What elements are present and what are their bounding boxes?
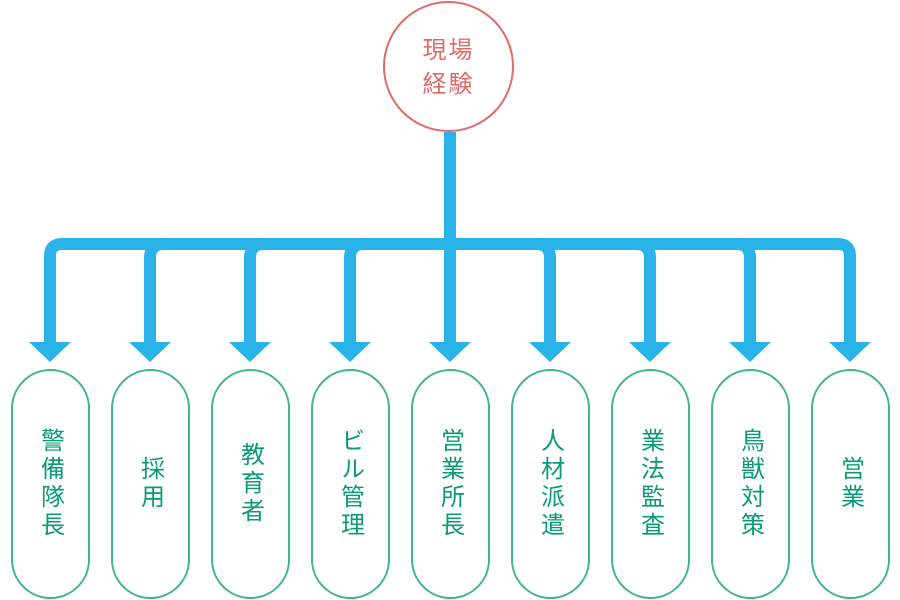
arrowhead <box>229 342 271 362</box>
branch-line <box>244 238 265 342</box>
child-label: 警備隊長 <box>36 428 65 540</box>
child-node-4: ビル管理 <box>311 369 390 599</box>
child-label: 採用 <box>136 456 165 512</box>
root-label-line-1: 現場 <box>422 35 475 64</box>
child-label: 営業所長 <box>436 428 465 540</box>
child-label: 営業 <box>836 456 865 512</box>
child-node-3: 教育者 <box>211 369 290 599</box>
arrowhead <box>529 342 571 362</box>
branch-line <box>535 238 556 342</box>
child-label: 人材派遣 <box>536 428 565 540</box>
child-label: ビル管理 <box>336 428 365 540</box>
arrowhead <box>829 342 871 362</box>
child-node-7: 業法監査 <box>611 369 690 599</box>
arrowhead <box>129 342 171 362</box>
branch-line <box>344 238 365 342</box>
child-node-8: 鳥獣対策 <box>711 369 790 599</box>
branch-line <box>635 238 656 342</box>
connector-lines <box>29 132 871 362</box>
arrowhead <box>429 342 471 362</box>
branch-line <box>144 238 165 342</box>
child-node-5: 営業所長 <box>411 369 490 599</box>
child-node-9: 営業 <box>811 369 890 599</box>
root-label-line-2: 経験 <box>422 69 475 98</box>
arrowhead <box>629 342 671 362</box>
child-node-1: 警備隊長 <box>11 369 90 599</box>
child-label: 教育者 <box>236 442 265 526</box>
child-node-2: 採用 <box>111 369 190 599</box>
arrowhead <box>329 342 371 362</box>
child-node-6: 人材派遣 <box>511 369 590 599</box>
root-node: 現場 経験 <box>383 1 514 132</box>
arrowhead <box>729 342 771 362</box>
child-label: 鳥獣対策 <box>736 428 765 540</box>
child-label: 業法監査 <box>636 428 665 540</box>
branch-line <box>735 238 756 342</box>
arrowhead <box>29 342 71 362</box>
